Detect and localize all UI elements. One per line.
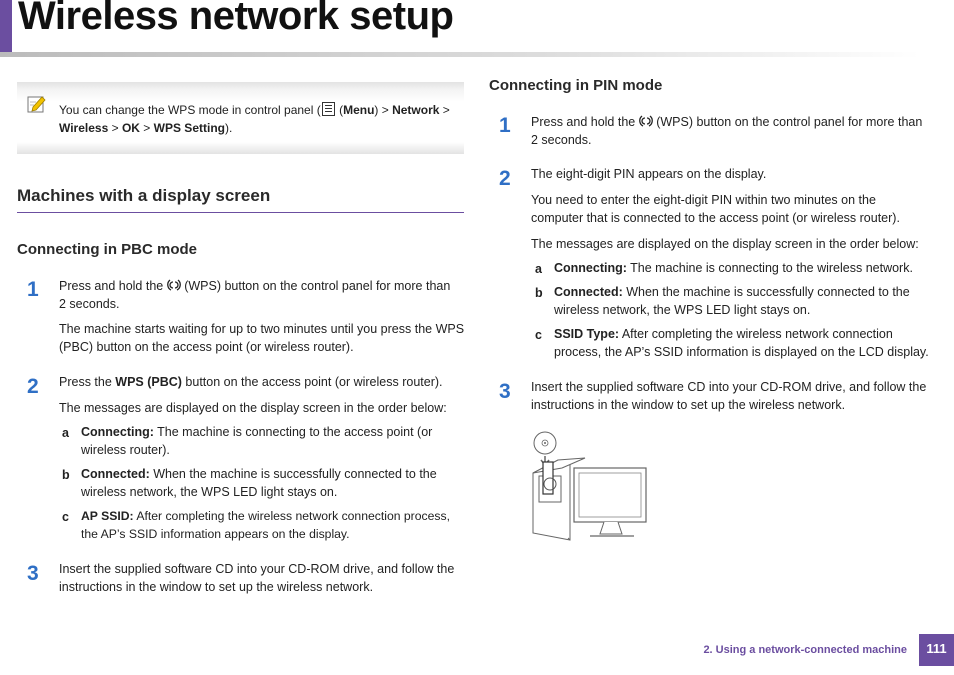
note-text: You can change the WPS mode in control p… (59, 102, 450, 135)
list-letter: b (535, 286, 543, 300)
list-item: AP SSID: After completing the wireless n… (81, 509, 450, 541)
list-letter: c (62, 510, 69, 524)
pin-mode-heading: Connecting in PIN mode (489, 77, 663, 94)
title-accent-bar (0, 0, 12, 52)
step-number: 2 (27, 375, 39, 398)
list-letter: a (62, 426, 69, 440)
wps-icon (638, 115, 653, 127)
step-text: The messages are displayed on the displa… (59, 401, 447, 415)
page-number: 111 (919, 634, 954, 666)
step-text: The machine starts waiting for up to two… (59, 322, 465, 354)
title-rule (0, 52, 920, 57)
list-letter: a (535, 262, 542, 276)
step-number: 1 (499, 114, 511, 137)
list-letter: b (62, 468, 70, 482)
note-box: You can change the WPS mode in control p… (17, 82, 464, 154)
wps-icon (166, 279, 181, 291)
list-item: SSID Type: After completing the wireless… (554, 327, 929, 359)
list-letter: c (535, 328, 542, 342)
step-text: You need to enter the eight-digit PIN wi… (531, 193, 900, 225)
step-number: 3 (27, 562, 39, 585)
footer-chapter: 2. Using a network-connected machine (703, 644, 907, 656)
cd-insert-computer-illustration (532, 431, 647, 541)
pbc-mode-heading: Connecting in PBC mode (17, 241, 197, 258)
step-number: 1 (27, 278, 39, 301)
menu-icon (321, 102, 335, 116)
step-number: 3 (499, 380, 511, 403)
step-text: Press the WPS (PBC) button on the access… (59, 375, 443, 389)
section-rule (17, 212, 464, 213)
step-text: Press and hold the (WPS) button on the c… (531, 115, 923, 147)
step-text: Insert the supplied software CD into you… (59, 562, 455, 594)
list-item: Connected: When the machine is successfu… (554, 285, 910, 317)
step-text: Insert the supplied software CD into you… (531, 380, 927, 412)
list-item: Connected: When the machine is successfu… (81, 467, 437, 499)
step-text: The eight-digit PIN appears on the displ… (531, 167, 767, 181)
list-item: Connecting: The machine is connecting to… (554, 261, 913, 275)
page-title: Wireless network setup (18, 0, 454, 38)
step-text: Press and hold the (WPS) button on the c… (59, 279, 451, 311)
step-number: 2 (499, 167, 511, 190)
step-text: The messages are displayed on the displa… (531, 237, 919, 251)
section-title: Machines with a display screen (17, 186, 271, 205)
note-pencil-icon (27, 96, 46, 113)
list-item: Connecting: The machine is connecting to… (81, 425, 433, 457)
